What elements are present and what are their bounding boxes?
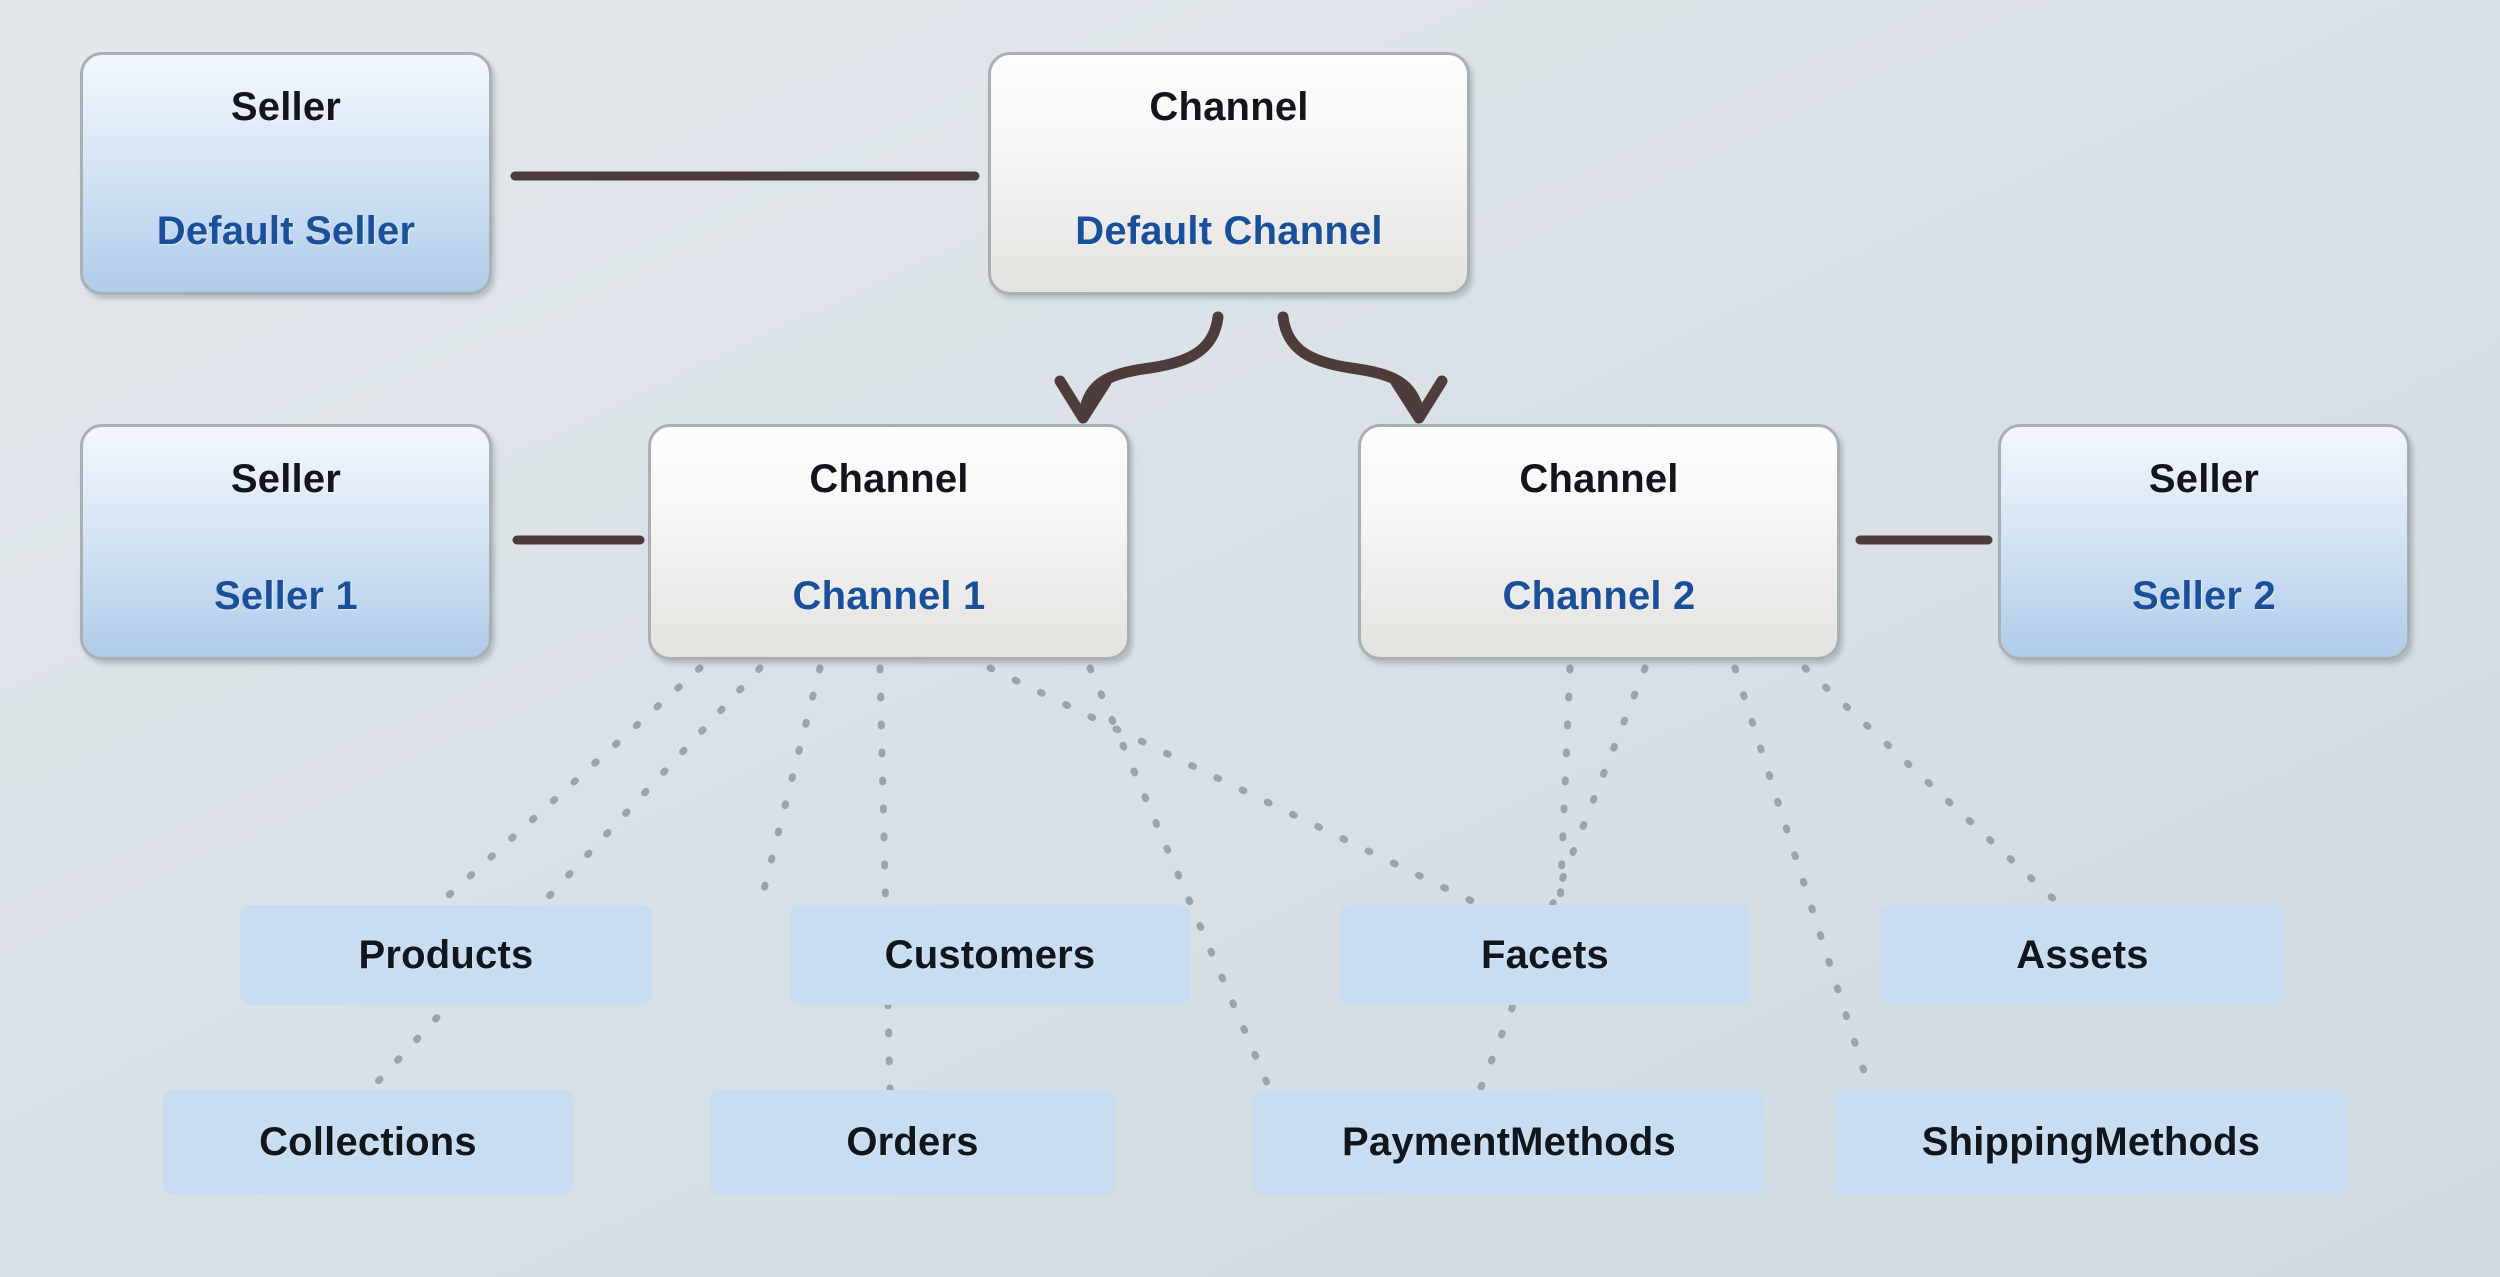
card-type-label: Seller	[230, 457, 342, 501]
chip-label: Facets	[1481, 932, 1609, 977]
chip-collections[interactable]: Collections	[163, 1090, 573, 1195]
card-seller-1[interactable]: Seller Seller 1	[80, 424, 492, 660]
card-name-label: Default Channel	[1075, 209, 1383, 253]
card-channel-1[interactable]: Channel Channel 1	[648, 424, 1130, 660]
card-type-label: Channel	[809, 457, 969, 501]
dotted-channel2-assets	[1801, 664, 2064, 909]
chip-label: Products	[358, 932, 534, 977]
dotted-channel1-customers	[756, 664, 824, 909]
chip-label: ShippingMethods	[1921, 1120, 2261, 1164]
arrow-head-left	[1054, 375, 1112, 424]
chip-shippingmethods[interactable]: ShippingMethods	[1835, 1090, 2347, 1195]
chip-paymentmethods[interactable]: PaymentMethods	[1253, 1090, 1765, 1195]
chip-label: Assets	[2016, 932, 2149, 977]
chip-label: Orders	[846, 1120, 979, 1164]
dotted-channel2-facets	[1556, 664, 1574, 909]
dotted-channel1-collections	[366, 664, 764, 1094]
dotted-channel2-shippingmethods	[1731, 664, 1874, 1094]
dotted-channel1-orders	[876, 664, 894, 1094]
card-name-label: Seller 1	[214, 574, 358, 618]
dotted-channel1-paymentmethods	[1086, 664, 1274, 1094]
chip-label: Collections	[259, 1120, 477, 1164]
chip-orders[interactable]: Orders	[710, 1090, 1115, 1195]
card-type-label: Channel	[1519, 457, 1679, 501]
chip-label: Customers	[884, 932, 1096, 977]
card-seller-2[interactable]: Seller Seller 2	[1998, 424, 2410, 660]
card-type-label: Seller	[2148, 457, 2260, 501]
card-name-label: Channel 1	[792, 574, 986, 618]
chip-assets[interactable]: Assets	[1880, 905, 2285, 1005]
chip-facets[interactable]: Facets	[1340, 905, 1750, 1005]
arrow-head-right	[1390, 375, 1448, 424]
card-channel-2[interactable]: Channel Channel 2	[1358, 424, 1840, 660]
card-type-label: Seller	[230, 85, 342, 129]
dotted-channel1-facets	[986, 664, 1484, 909]
dotted-channel1-products	[434, 664, 704, 909]
card-name-label: Default Seller	[156, 209, 416, 253]
card-name-label: Seller 2	[2132, 574, 2276, 618]
arrow-default-channel-to-channel1	[1078, 311, 1224, 418]
card-name-label: Channel 2	[1502, 574, 1696, 618]
chip-label: PaymentMethods	[1342, 1120, 1676, 1164]
card-default-channel[interactable]: Channel Default Channel	[988, 52, 1470, 295]
dotted-channel2-paymentmethods	[1476, 664, 1649, 1094]
chip-customers[interactable]: Customers	[790, 905, 1190, 1005]
card-default-seller[interactable]: Seller Default Seller	[80, 52, 492, 295]
card-type-label: Channel	[1149, 85, 1309, 129]
arrow-default-channel-to-channel2	[1277, 311, 1425, 418]
chip-products[interactable]: Products	[240, 905, 652, 1005]
